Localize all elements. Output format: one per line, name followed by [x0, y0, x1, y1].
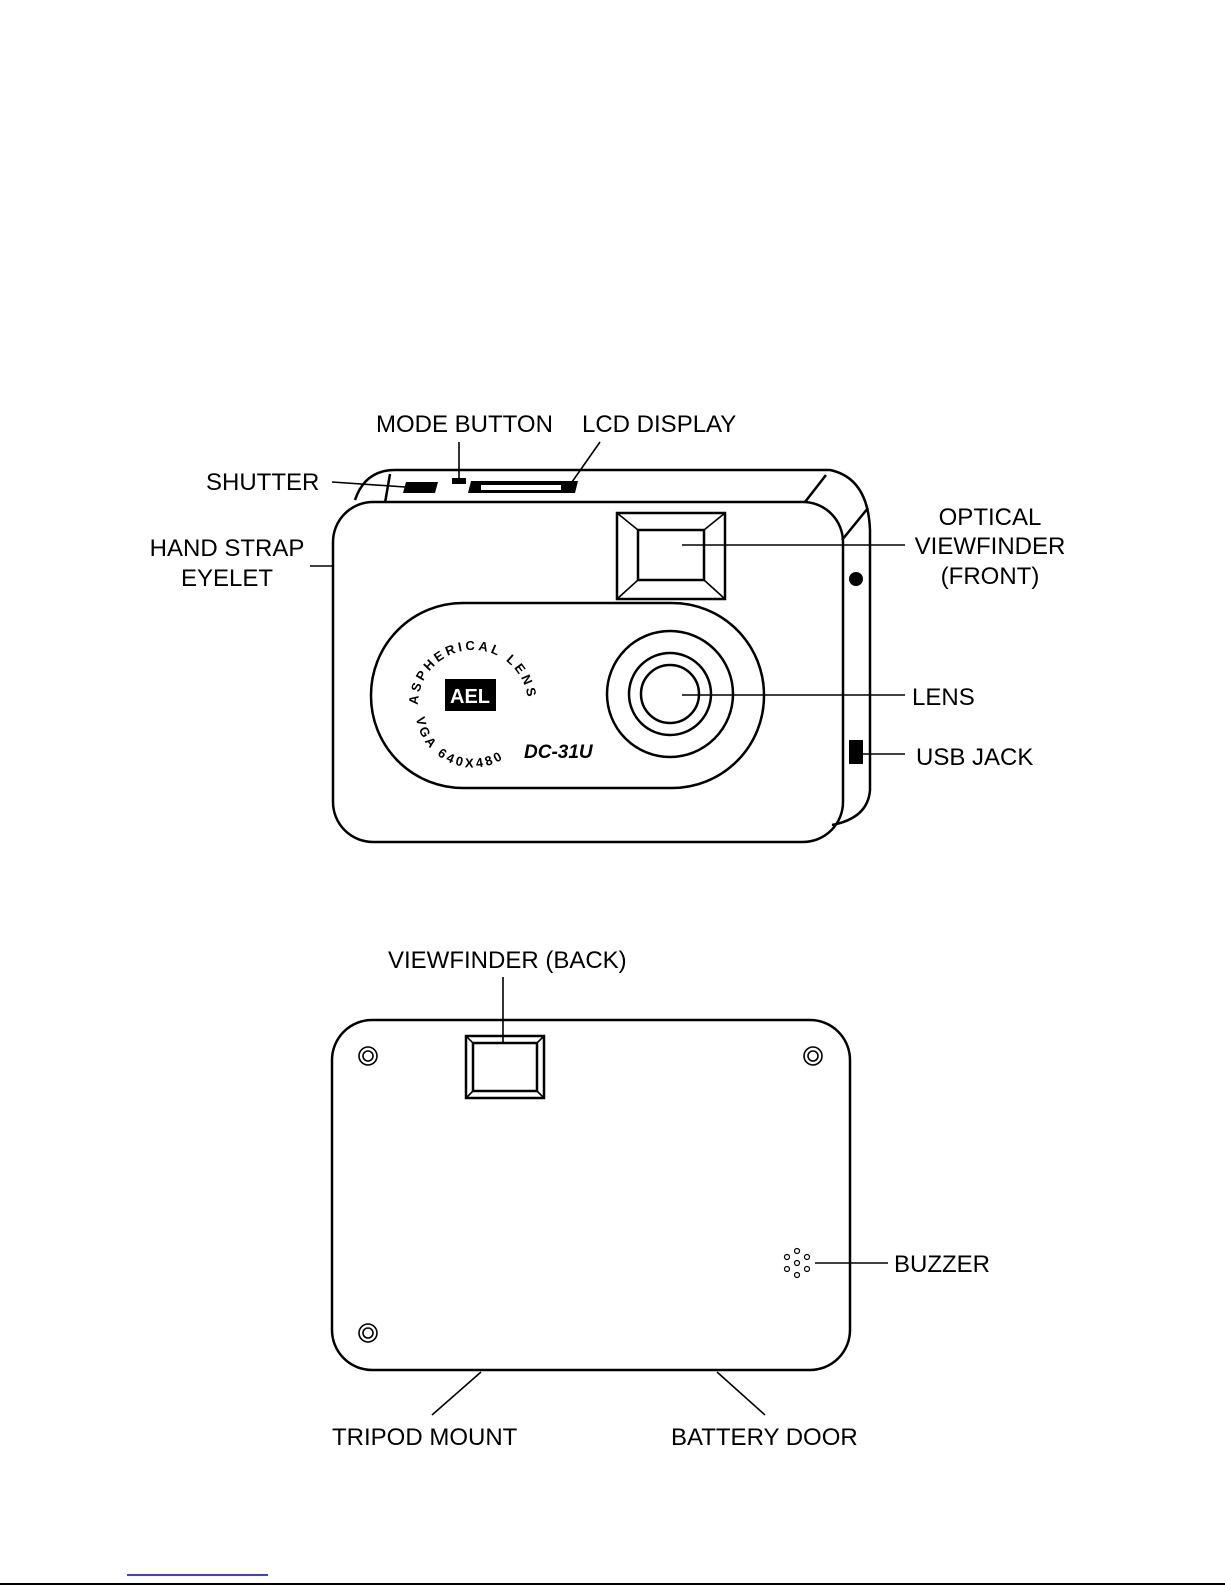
- ael-logo-text: AEL: [450, 686, 490, 708]
- camera-back-body: [330, 1018, 852, 1372]
- label-shutter: SHUTTER: [206, 469, 319, 496]
- indicator-dot: [849, 572, 863, 586]
- front-view: ASPHERICAL LENS VGA 640X480 AEL DC-31U M…: [150, 411, 1066, 844]
- label-front: (FRONT): [941, 563, 1040, 590]
- ael-logo: [445, 679, 496, 711]
- shutter-button: [403, 482, 438, 493]
- label-mode-button: MODE BUTTON: [376, 411, 553, 438]
- label-hand-strap: HAND STRAP: [150, 535, 305, 562]
- camera-top-outline: [353, 468, 872, 827]
- lens: [605, 629, 735, 759]
- label-usb-jack: USB JACK: [916, 744, 1033, 771]
- model-name: DC-31U: [524, 742, 594, 763]
- label-viewfinder-back: VIEWFINDER (BACK): [388, 947, 627, 974]
- label-optical: OPTICAL: [939, 504, 1042, 531]
- optical-viewfinder: [615, 511, 727, 601]
- back-view: VIEWFINDER (BACK) BUZZER TRIPOD MOUNT BA…: [330, 947, 990, 1451]
- label-tripod-mount: TRIPOD MOUNT: [332, 1424, 518, 1451]
- buzzer-holes: [783, 1247, 811, 1279]
- label-lcd-display: LCD DISPLAY: [582, 411, 736, 438]
- usb-jack: [849, 740, 863, 764]
- label-eyelet: EYELET: [181, 565, 273, 592]
- screw-icon: [358, 1046, 378, 1066]
- label-viewfinder: VIEWFINDER: [915, 533, 1066, 560]
- mode-button: [452, 478, 466, 484]
- vga-resolution-text: VGA 640X480: [413, 715, 507, 771]
- label-buzzer: BUZZER: [894, 1251, 990, 1278]
- label-lens: LENS: [912, 684, 975, 711]
- camera-front-body: [331, 500, 845, 844]
- screw-icon: [803, 1046, 823, 1066]
- label-battery-door: BATTERY DOOR: [671, 1424, 858, 1451]
- screw-icon: [358, 1323, 378, 1343]
- viewfinder-back: [464, 1034, 546, 1100]
